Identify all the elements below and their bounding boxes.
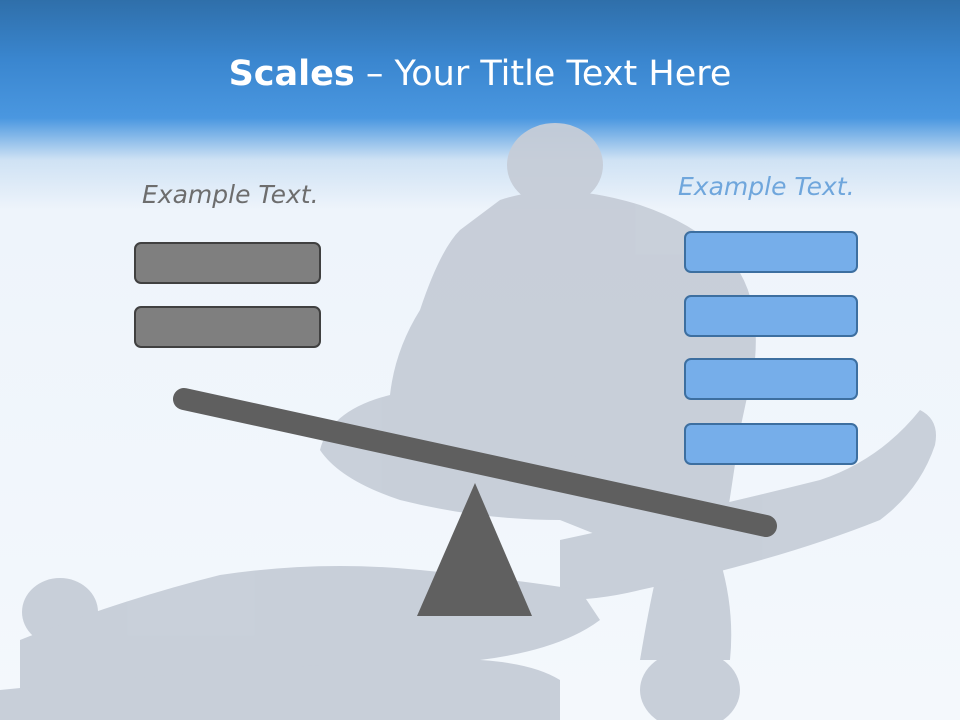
scale-beam (173, 388, 777, 537)
right-text-box-4[interactable] (684, 423, 858, 465)
right-text-box-1[interactable] (684, 231, 858, 273)
right-example-text: Example Text. (678, 172, 855, 201)
left-text-box-1[interactable] (134, 242, 321, 284)
left-example-text: Example Text. (142, 180, 319, 209)
right-text-box-2[interactable] (684, 295, 858, 337)
title-rest: – Your Title Text Here (354, 54, 732, 94)
title-bold: Scales (228, 54, 355, 94)
right-text-box-3[interactable] (684, 358, 858, 400)
left-text-box-2[interactable] (134, 306, 321, 348)
slide-title: Scales – Your Title Text Here (0, 52, 960, 96)
scale-fulcrum (417, 483, 532, 616)
